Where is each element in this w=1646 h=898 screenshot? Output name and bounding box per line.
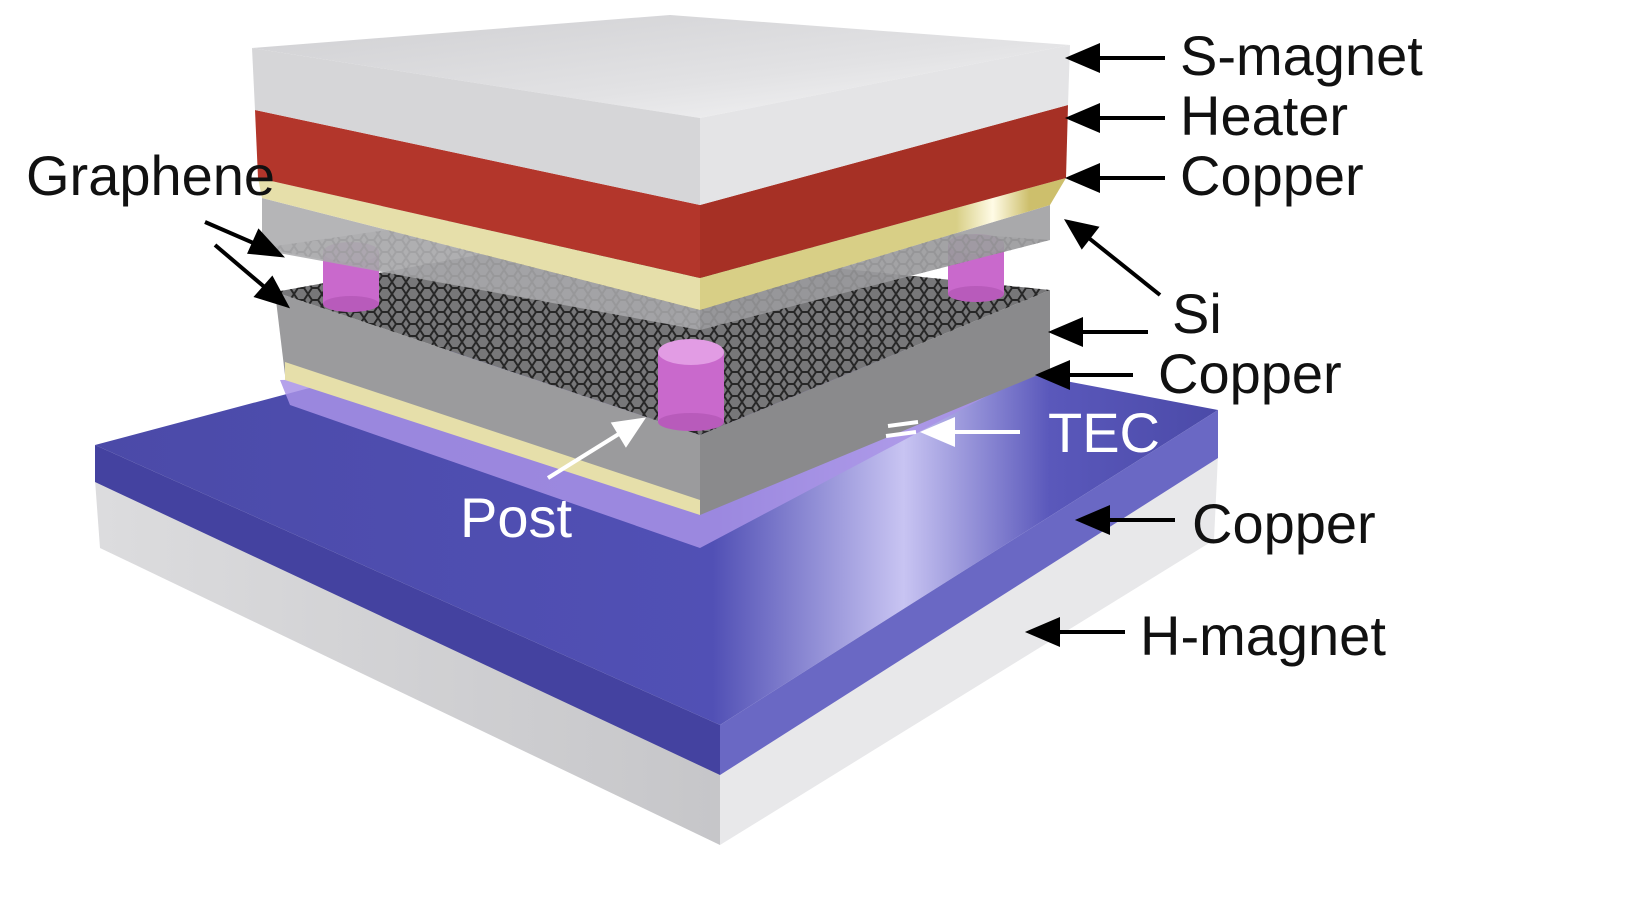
arrow-si-lower <box>1047 316 1083 348</box>
copper-mid-strip <box>285 362 700 515</box>
s-magnet-top <box>252 15 1070 118</box>
arrow-s-magnet <box>1064 42 1100 74</box>
s-magnet-front <box>252 48 700 205</box>
arrows <box>204 42 1175 648</box>
si-top-right <box>700 205 1050 330</box>
arrows-white <box>546 416 1020 480</box>
label-s-magnet: S-magnet <box>1180 24 1423 87</box>
arrow-post <box>610 417 647 448</box>
si-lower-block <box>275 290 1050 515</box>
label-h-magnet: H-magnet <box>1140 604 1386 667</box>
arrow-si-upper <box>1063 219 1100 250</box>
arrow-copper-top <box>1064 162 1100 194</box>
label-copper-mid: Copper <box>1158 342 1342 405</box>
tec-side-right <box>720 410 1218 775</box>
label-si: Si <box>1172 282 1222 345</box>
copper-top-front <box>258 178 700 310</box>
tec-side-left <box>95 445 720 775</box>
tec-tick-1 <box>887 420 919 428</box>
label-copper-top: Copper <box>1180 144 1364 207</box>
h-magnet-side-left <box>95 480 720 845</box>
arrow-h-magnet <box>1024 616 1060 648</box>
label-graphene: Graphene <box>26 144 275 207</box>
post-front <box>658 339 724 431</box>
label-post: Post <box>460 486 572 549</box>
copper-top-right <box>700 178 1066 310</box>
tec-tick-2 <box>885 430 917 438</box>
label-heater: Heater <box>1180 84 1348 147</box>
arrow-copper-bottom <box>1074 504 1110 536</box>
heater-front <box>255 110 700 278</box>
label-tec: TEC <box>1048 401 1160 464</box>
arrow-tec <box>919 416 955 448</box>
s-magnet-right <box>700 45 1070 205</box>
arrow-graphene-lower <box>253 275 291 309</box>
h-magnet-side-right <box>720 455 1218 845</box>
si-top-front <box>262 198 700 330</box>
h-magnet-layer <box>95 455 1218 845</box>
arrow-heater <box>1064 102 1100 134</box>
label-copper-bottom: Copper <box>1192 492 1376 555</box>
heater-right <box>700 105 1068 278</box>
arrow-copper-mid <box>1034 359 1070 391</box>
si-lower-right <box>700 290 1050 515</box>
arrow-graphene-upper <box>247 228 285 258</box>
top-stack <box>252 15 1070 330</box>
si-lower-front <box>275 292 700 515</box>
